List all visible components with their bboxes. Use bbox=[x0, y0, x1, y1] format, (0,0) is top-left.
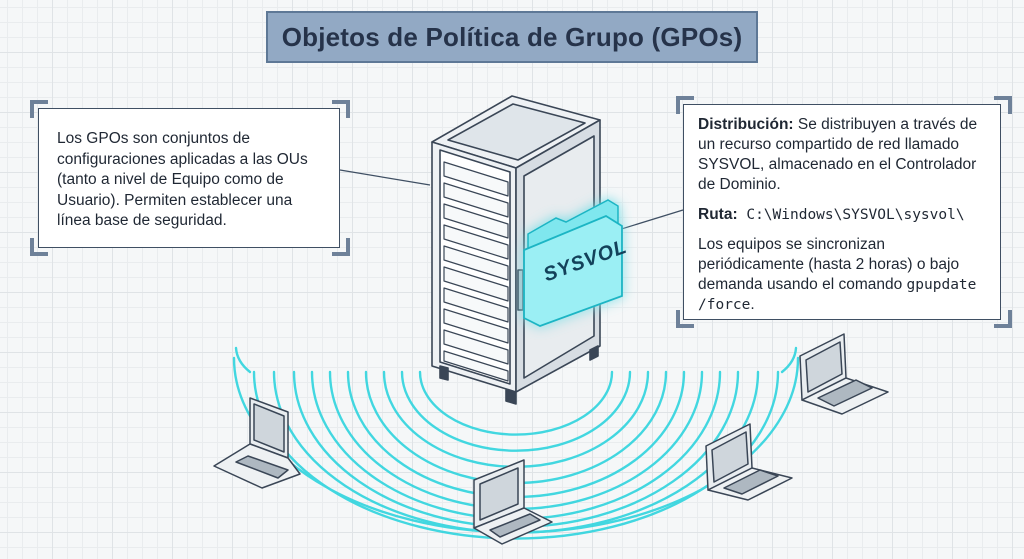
distribution-text: Se distribuyen a través de un recurso co… bbox=[698, 116, 978, 193]
sync-paragraph: Los equipos se sincronizan periódicament… bbox=[698, 235, 988, 315]
sysvol-info-panel: Distribución: Se distribuyen a través de… bbox=[683, 104, 1001, 320]
title-banner: Objetos de Política de Grupo (GPOs) bbox=[266, 11, 758, 63]
connector-line-left bbox=[339, 169, 431, 186]
sync-text: Los equipos se sincronizan periódicament… bbox=[698, 236, 960, 293]
page-title: Objetos de Política de Grupo (GPOs) bbox=[281, 21, 743, 52]
sync-command: gpupdate /force bbox=[698, 277, 977, 313]
corner-bracket bbox=[994, 310, 1012, 328]
path-label: Ruta: bbox=[698, 206, 738, 223]
folder-icon bbox=[523, 199, 623, 327]
corner-bracket bbox=[30, 100, 48, 118]
path-paragraph: Ruta: C:\Windows\SYSVOL\sysvol\ bbox=[698, 205, 988, 225]
distribution-label: Distribución: bbox=[698, 116, 794, 133]
corner-bracket bbox=[332, 238, 350, 256]
distribution-paragraph: Distribución: Se distribuyen a través de… bbox=[698, 115, 988, 195]
corner-bracket bbox=[676, 96, 694, 114]
path-value: C:\Windows\SYSVOL\sysvol\ bbox=[737, 207, 965, 223]
gpo-description-panel: Los GPOs son conjuntos de configuracione… bbox=[38, 108, 340, 248]
gpo-description-text: Los GPOs son conjuntos de configuracione… bbox=[57, 130, 308, 229]
corner-bracket bbox=[994, 96, 1012, 114]
corner-bracket bbox=[676, 310, 694, 328]
corner-bracket bbox=[332, 100, 350, 118]
sync-end: . bbox=[750, 296, 755, 313]
corner-bracket bbox=[30, 238, 48, 256]
